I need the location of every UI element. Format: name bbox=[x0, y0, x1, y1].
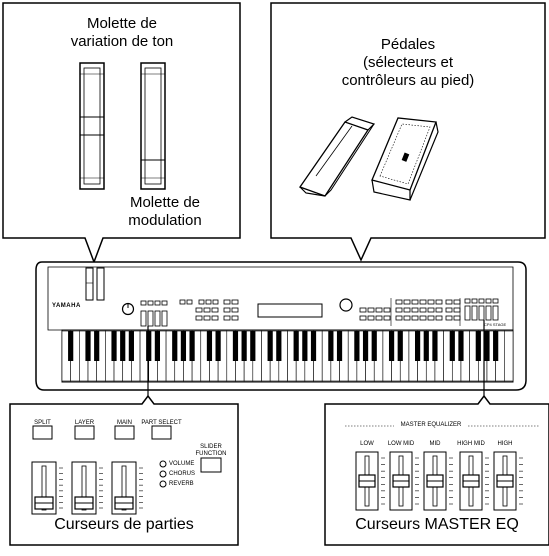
layer-button[interactable] bbox=[74, 425, 95, 440]
chorus-label: CHORUS bbox=[169, 471, 196, 477]
slider-fader[interactable] bbox=[71, 461, 103, 515]
slider-fader[interactable] bbox=[389, 451, 419, 511]
eq-band-mid-label: MID bbox=[429, 441, 441, 447]
black-key bbox=[310, 331, 317, 361]
slider-fader[interactable] bbox=[423, 451, 453, 511]
black-key bbox=[215, 331, 221, 361]
slider-fader[interactable] bbox=[31, 461, 63, 515]
chorus-led bbox=[159, 470, 167, 478]
black-key bbox=[449, 331, 455, 361]
pitch-wheel-label: Molette de variation de ton bbox=[70, 15, 174, 50]
main-button[interactable] bbox=[114, 425, 135, 440]
black-key bbox=[397, 331, 403, 361]
black-key bbox=[423, 331, 429, 361]
white-key bbox=[504, 330, 514, 382]
eq-band-low-label: LOW bbox=[360, 441, 374, 447]
sustain-pedal-illustration bbox=[298, 116, 376, 197]
black-key bbox=[68, 331, 74, 361]
part-sliders-caption: Curseurs de parties bbox=[54, 516, 194, 533]
black-key bbox=[120, 331, 126, 361]
black-key bbox=[111, 331, 117, 361]
slider-fader[interactable] bbox=[493, 451, 523, 511]
reverb-label: REVERB bbox=[169, 481, 194, 487]
part-select-label: PART SELECT bbox=[141, 420, 182, 426]
volume-led bbox=[159, 460, 167, 468]
slider-fader[interactable] bbox=[459, 451, 489, 511]
yamaha-logo: YAMAHA bbox=[52, 303, 81, 309]
black-key bbox=[232, 331, 239, 361]
black-key bbox=[172, 331, 178, 361]
black-key bbox=[267, 331, 273, 361]
black-key bbox=[85, 331, 91, 361]
eq-band-high-label: HIGH bbox=[497, 441, 513, 447]
black-key bbox=[154, 331, 161, 361]
black-key bbox=[276, 331, 282, 361]
black-key bbox=[328, 331, 334, 361]
black-key bbox=[336, 331, 343, 361]
reverb-led bbox=[159, 480, 167, 488]
black-key bbox=[362, 331, 369, 361]
slider-fader[interactable] bbox=[355, 451, 385, 511]
black-key bbox=[206, 331, 213, 361]
black-key bbox=[432, 331, 438, 361]
black-key bbox=[189, 331, 195, 361]
slider-function-label: SLIDER FUNCTION bbox=[195, 444, 227, 457]
part-select-button[interactable] bbox=[151, 425, 172, 440]
slider-function-button[interactable] bbox=[200, 457, 222, 473]
master-eq-caption: Curseurs MASTER EQ bbox=[355, 516, 519, 533]
modulation-wheel-illustration bbox=[140, 62, 166, 190]
model-name: CP4 STAGE bbox=[484, 322, 507, 327]
black-keys bbox=[68, 331, 499, 361]
black-key bbox=[180, 331, 187, 361]
layer-label: LAYER bbox=[74, 420, 95, 426]
black-key bbox=[388, 331, 395, 361]
split-button[interactable] bbox=[32, 425, 53, 440]
black-key bbox=[302, 331, 308, 361]
black-key bbox=[354, 331, 360, 361]
black-key bbox=[475, 331, 481, 361]
main-label: MAIN bbox=[117, 420, 132, 426]
pitch-wheel-illustration bbox=[79, 62, 105, 190]
black-key bbox=[293, 331, 299, 361]
black-key bbox=[414, 331, 421, 361]
black-key bbox=[94, 331, 100, 361]
black-key bbox=[128, 331, 134, 361]
black-key bbox=[241, 331, 247, 361]
black-key bbox=[146, 331, 152, 361]
split-label: SPLIT bbox=[34, 420, 51, 426]
volume-label: VOLUME bbox=[169, 461, 195, 467]
black-key bbox=[458, 331, 464, 361]
eq-band-low-mid-label: LOW MID bbox=[387, 441, 415, 447]
eq-band-high-mid-label: HIGH MID bbox=[457, 441, 485, 447]
pedals-label: Pédales (sélecteurs et contrôleurs au pi… bbox=[341, 36, 475, 89]
expression-pedal-illustration bbox=[371, 117, 439, 201]
master-eq-heading: MASTER EQUALIZER bbox=[400, 422, 462, 428]
modulation-wheel-label: Molette de modulation bbox=[128, 194, 202, 229]
black-key bbox=[484, 331, 490, 361]
slider-fader[interactable] bbox=[111, 461, 143, 515]
black-key bbox=[371, 331, 377, 361]
black-key bbox=[250, 331, 256, 361]
black-key bbox=[493, 331, 499, 361]
